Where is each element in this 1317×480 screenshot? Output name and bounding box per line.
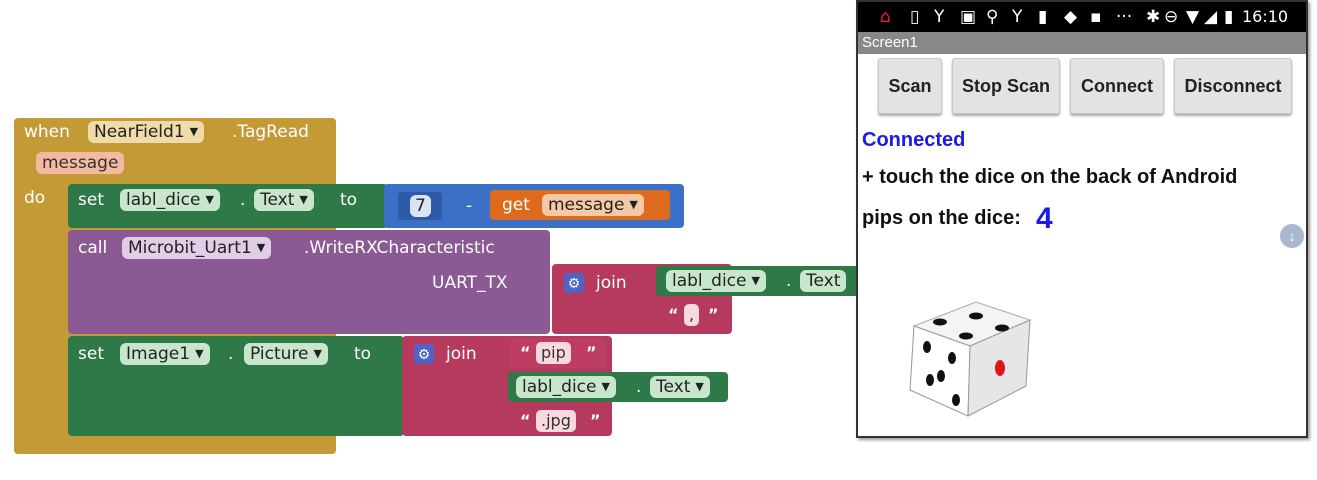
do-keyword: do <box>24 188 46 208</box>
connect-button[interactable]: Connect <box>1070 58 1164 114</box>
yahoo-icon: Y <box>934 7 945 27</box>
scroll-down-icon[interactable]: ↓ <box>1280 224 1304 248</box>
component-dropdown-dice[interactable]: labl_dice ▼ <box>120 189 220 211</box>
string-value: , <box>684 304 700 326</box>
string-value: .jpg <box>536 410 576 432</box>
component-label: labl_dice <box>126 190 201 210</box>
property-label: Picture <box>250 344 309 364</box>
dropdown-triangle-icon: ▼ <box>195 347 204 360</box>
component-label: labl_dice <box>672 271 747 291</box>
wifi-icon: ▼ <box>1186 7 1200 27</box>
join-keyword: join <box>446 344 477 364</box>
dropdown-triangle-icon: ▼ <box>256 241 266 254</box>
dot-separator: . <box>240 190 246 210</box>
quote-close: ” <box>708 305 719 324</box>
component-dropdown-microbit[interactable]: Microbit_Uart1 ▼ <box>122 237 272 259</box>
quote-close: ” <box>590 411 601 430</box>
dropdown-triangle-icon: ▼ <box>751 274 760 287</box>
dropdown-triangle-icon: ▼ <box>695 380 704 393</box>
gear-icon[interactable]: ⚙ <box>414 344 434 364</box>
quote-open: “ <box>520 343 531 362</box>
set-keyword: set <box>78 190 104 210</box>
quote-open: “ <box>668 305 679 324</box>
clock-time: 16:10 <box>1242 7 1289 26</box>
dropdown-triangle-icon: ▼ <box>189 125 199 138</box>
dropdown-triangle-icon: ▼ <box>313 347 322 360</box>
dropbox-icon: ◆ <box>1064 7 1078 27</box>
home-icon: ⌂ <box>880 7 891 27</box>
set-keyword: set <box>78 344 104 364</box>
dropdown-triangle-icon: ▼ <box>299 193 308 206</box>
dice-image[interactable] <box>894 294 1044 424</box>
property-label: Text <box>806 271 841 291</box>
dropdown-triangle-icon: ▼ <box>629 198 638 211</box>
dropdown-triangle-icon: ▼ <box>205 193 214 206</box>
number-7[interactable]: 7 <box>410 195 431 217</box>
component-dropdown-nearfield[interactable]: NearField1 ▼ <box>88 121 205 143</box>
event-name: .TagRead <box>232 122 309 142</box>
property-label: Text <box>260 190 295 210</box>
property-dropdown-text[interactable]: Text ▼ <box>254 189 314 211</box>
screen-title: Screen1 <box>858 32 1306 54</box>
component-dropdown-image[interactable]: Image1 ▼ <box>120 343 210 365</box>
dnd-icon: ⊖ <box>1164 7 1179 27</box>
property-label: Text <box>656 377 691 397</box>
quote-close: ” <box>586 343 597 362</box>
more-icon: ··· <box>1116 7 1133 27</box>
pips-value: 4 <box>1036 202 1053 235</box>
connection-status: Connected <box>862 129 966 151</box>
instruction-text: + touch the dice on the back of Android <box>862 166 1238 188</box>
component-label: labl_dice <box>522 377 597 397</box>
property-dropdown-text[interactable]: Text <box>800 270 847 292</box>
param-message[interactable]: message <box>36 152 125 174</box>
component-label: Image1 <box>126 344 191 364</box>
gear-icon[interactable]: ⚙ <box>564 273 584 293</box>
dot-separator: . <box>636 377 642 397</box>
photo-icon: ▪ <box>1090 7 1102 27</box>
stop-scan-button[interactable]: Stop Scan <box>952 58 1060 114</box>
dropdown-triangle-icon: ▼ <box>601 380 610 393</box>
dot-separator: . <box>786 271 792 291</box>
battery-icon: ▮ <box>1224 7 1234 27</box>
join-keyword: join <box>596 273 627 293</box>
param-label: message <box>42 153 119 173</box>
bookmark-icon: ▮ <box>1038 7 1048 27</box>
call-keyword: call <box>78 238 108 258</box>
wrench-icon: ⚲ <box>986 7 999 27</box>
pips-label: pips on the dice: <box>862 207 1021 229</box>
property-dropdown-picture[interactable]: Picture ▼ <box>244 343 328 365</box>
component-dropdown-dice[interactable]: labl_dice ▼ <box>516 376 616 398</box>
get-keyword: get <box>502 195 530 215</box>
number-value: 7 <box>415 196 426 216</box>
variable-label: message <box>548 195 625 215</box>
to-keyword: to <box>354 344 372 364</box>
signal-icon: ◢ <box>1204 7 1218 27</box>
scan-button[interactable]: Scan <box>878 58 942 114</box>
variable-dropdown-message[interactable]: message ▼ <box>542 194 644 216</box>
phone-screen: ⌂ ▯ Y ▣ ⚲ Y ▮ ◆ ▪ ··· ✱ ⊖ ▼ ◢ ▮ 16:10 Sc… <box>856 0 1308 438</box>
property-dropdown-text[interactable]: Text ▼ <box>650 376 710 398</box>
quote-open: “ <box>520 411 531 430</box>
image-icon: ▣ <box>960 7 977 27</box>
component-label: Microbit_Uart1 <box>128 238 252 258</box>
bluetooth-icon: ✱ <box>1146 7 1161 27</box>
to-keyword: to <box>340 190 358 210</box>
disconnect-button[interactable]: Disconnect <box>1174 58 1292 114</box>
minus-operator: - <box>466 196 473 216</box>
status-bar: ⌂ ▯ Y ▣ ⚲ Y ▮ ◆ ▪ ··· ✱ ⊖ ▼ ◢ ▮ 16:10 <box>858 2 1306 32</box>
component-label: NearField1 <box>94 122 185 142</box>
mobile-icon: ▯ <box>910 7 920 27</box>
when-keyword: when <box>24 122 70 142</box>
method-name: .WriteRXCharacteristic <box>304 238 495 258</box>
string-value: pip <box>536 342 571 364</box>
component-dropdown-dice[interactable]: labl_dice ▼ <box>666 270 766 292</box>
arg-label-uart-tx: UART_TX <box>432 273 508 293</box>
yahoo-icon: Y <box>1012 7 1023 27</box>
dot-separator: . <box>228 344 234 364</box>
blocks-workspace: when NearField1 ▼ .TagRead message do set… <box>0 100 860 460</box>
